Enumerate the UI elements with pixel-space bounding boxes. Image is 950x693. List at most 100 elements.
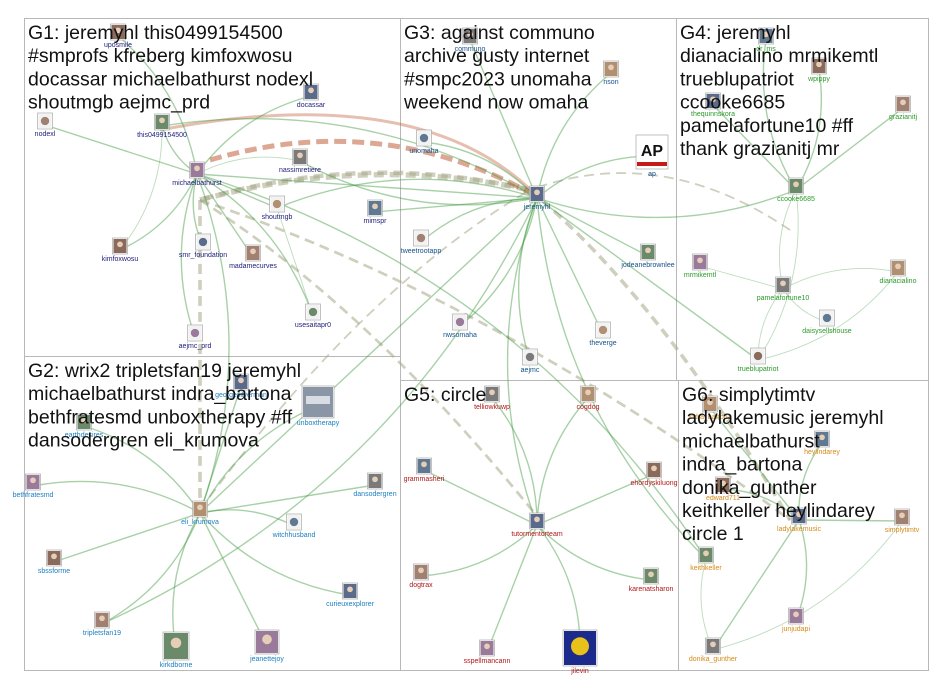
- node-keithkeller[interactable]: keithkeller: [690, 546, 722, 572]
- edge-dansodergren-eli_krumova: [199, 484, 376, 514]
- node-eli_krumova[interactable]: eli_krumova: [181, 500, 219, 526]
- node-label: communo: [455, 46, 486, 53]
- node-pamelafortune10[interactable]: pamelafortune10: [757, 276, 810, 302]
- panel-g6: [678, 380, 929, 671]
- node-this0499154500[interactable]: this0499154500: [137, 113, 187, 139]
- node-sspellmancann[interactable]: sspellmancann: [464, 639, 511, 665]
- node-bethfratesmd[interactable]: bethfratesmd: [13, 473, 54, 499]
- node-usesaitapr0[interactable]: usesaitapr0: [295, 303, 331, 329]
- node-junjudapi[interactable]: junjudapi: [781, 607, 810, 633]
- node-jeanettejoy[interactable]: jeanettejoy: [249, 629, 284, 663]
- node-ladylakemusic[interactable]: ladylakemusic: [777, 507, 821, 533]
- node-nson[interactable]: nson: [603, 60, 619, 86]
- node-nodexl[interactable]: nodexl: [35, 112, 56, 138]
- photo-avatar-icon-face: [81, 417, 87, 424]
- photo-avatar-icon-face: [197, 504, 203, 511]
- node-indra_bartona[interactable]: indra_bartona: [688, 395, 732, 421]
- node-karenatsharon[interactable]: karenatsharon: [629, 567, 674, 593]
- photo-avatar-icon-face: [489, 389, 495, 396]
- group-title-g5: G5: circle: [404, 384, 486, 406]
- node-telliowkuwp[interactable]: telliowkuwp: [474, 385, 510, 411]
- node-donika_gunther[interactable]: donika_gunther: [689, 637, 738, 663]
- node-dr_ms[interactable]: dr_ms: [756, 27, 776, 53]
- node-uposmile[interactable]: uposmile: [104, 23, 132, 49]
- node-tutormentorteam[interactable]: tutormentorteam: [511, 512, 563, 538]
- node-trueblupatriot[interactable]: trueblupatriot: [738, 347, 779, 373]
- edge-shoutmgb-jeremyhl: [276, 178, 538, 209]
- node-dianacialino[interactable]: dianacialino: [880, 259, 917, 285]
- photo-avatar-icon-face: [308, 87, 314, 94]
- group-title-line: dansodergren eli_krumova: [28, 430, 259, 452]
- node-communo[interactable]: communo: [455, 27, 486, 53]
- node-label: bethfratesmd: [13, 492, 54, 499]
- node-label: daisysellshouse: [802, 328, 852, 335]
- node-mimspr[interactable]: mimspr: [364, 199, 388, 225]
- photo-avatar-icon-face: [51, 553, 57, 560]
- node-label: jeanettejoy: [249, 656, 284, 663]
- edge-ccooke6685-trueblupatriot: [757, 189, 799, 361]
- node-label: michaelbathurst: [172, 180, 221, 187]
- node-simplytimtv[interactable]: simplytimtv: [885, 508, 920, 534]
- node-wpippy[interactable]: wpippy: [807, 57, 830, 83]
- node-grazianitj[interactable]: grazianitj: [889, 95, 917, 121]
- node-shoutmgb[interactable]: shoutmgb: [262, 195, 293, 221]
- node-aejmc_prd[interactable]: aejmc_prd: [179, 324, 212, 350]
- group-panels: [24, 18, 929, 671]
- edge-uposmile-michaelbathurst: [117, 35, 198, 175]
- node-curieuxexplorer[interactable]: curieuxexplorer: [326, 582, 375, 608]
- group-title-line: bethfratesmd unboxtherapy #ff: [28, 406, 293, 428]
- node-label: aejmc: [521, 367, 540, 374]
- node-kirkdborne[interactable]: kirkdborne: [160, 631, 193, 669]
- node-kimfoxwosu[interactable]: kimfoxwosu: [102, 237, 139, 263]
- photo-avatar-icon-face: [418, 567, 424, 574]
- node-sbssforme[interactable]: sbssforme: [38, 549, 70, 575]
- node-aejmc[interactable]: aejmc: [521, 348, 540, 374]
- node-earthdesires[interactable]: earthdesires: [65, 413, 104, 439]
- group-title-line: shoutmgb aejmc_prd: [28, 92, 210, 114]
- group-title-line: keithkeller heylindarey: [682, 500, 875, 522]
- node-label: dogtrax: [409, 582, 433, 589]
- photo-avatar-icon-face: [697, 257, 703, 264]
- node-thequinnskora[interactable]: thequinnskora: [691, 92, 735, 118]
- node-jodeanebrownlee[interactable]: jodeanebrownlee: [620, 243, 675, 269]
- node-docassar[interactable]: docassar: [297, 83, 326, 109]
- node-grammasheri[interactable]: grammasheri: [404, 457, 445, 483]
- node-theverge[interactable]: theverge: [589, 321, 617, 347]
- node-ehordyskiluong[interactable]: ehordyskiluong: [630, 461, 678, 487]
- node-georgesilverman[interactable]: georgesilverman: [215, 373, 267, 399]
- group-title-line: ladylakemusic jeremyhl: [682, 407, 884, 429]
- node-jeremyhl[interactable]: jeremyhl: [523, 185, 551, 211]
- node-heylindarey[interactable]: heylindarey: [804, 430, 840, 456]
- node-dogtrax[interactable]: dogtrax: [409, 563, 433, 589]
- group-edge-bundles: [159, 113, 792, 522]
- node-tweetrootapp[interactable]: tweetrootapp: [401, 229, 442, 255]
- photo-avatar-icon-face: [651, 465, 657, 472]
- node-nwsomaha[interactable]: nwsomaha: [443, 313, 477, 339]
- node-daisysellshouse[interactable]: daisysellshouse: [802, 309, 852, 335]
- node-witchhusband[interactable]: witchhusband: [272, 513, 316, 539]
- node-edward711[interactable]: edward711: [706, 476, 740, 502]
- node-nassimretiere[interactable]: nassimretiere: [279, 148, 321, 174]
- node-ccooke6685[interactable]: ccooke6685: [777, 177, 815, 203]
- logo-avatar-icon-mark: [289, 517, 299, 527]
- node-label: unomaha: [409, 148, 438, 155]
- photo-avatar-icon-face: [585, 389, 591, 396]
- node-unboxtherapy[interactable]: unboxtherapy: [297, 385, 340, 427]
- node-dansodergren[interactable]: dansodergren: [353, 472, 397, 498]
- node-label: thequinnskora: [691, 111, 735, 118]
- node-mrmikemtl[interactable]: mrmikemtl: [684, 253, 717, 279]
- edge-docassar-michaelbathurst: [196, 95, 312, 175]
- node-unomaha[interactable]: unomaha: [409, 129, 439, 155]
- node-michaelbathurst[interactable]: michaelbathurst: [172, 161, 222, 187]
- node-smr_foundation[interactable]: smr_foundation: [179, 233, 227, 259]
- node-tripletsfan19[interactable]: tripletsfan19: [83, 611, 121, 637]
- photo-avatar-icon-face: [99, 615, 105, 622]
- photo-avatar-icon-face: [372, 203, 378, 210]
- photo-avatar-icon-face: [645, 247, 651, 254]
- node-jilevin[interactable]: jilevin: [562, 629, 598, 675]
- node-label: keithkeller: [690, 565, 722, 572]
- node-madamecurves[interactable]: madamecurves: [229, 244, 277, 270]
- node-cogdog[interactable]: cogdog: [577, 385, 600, 411]
